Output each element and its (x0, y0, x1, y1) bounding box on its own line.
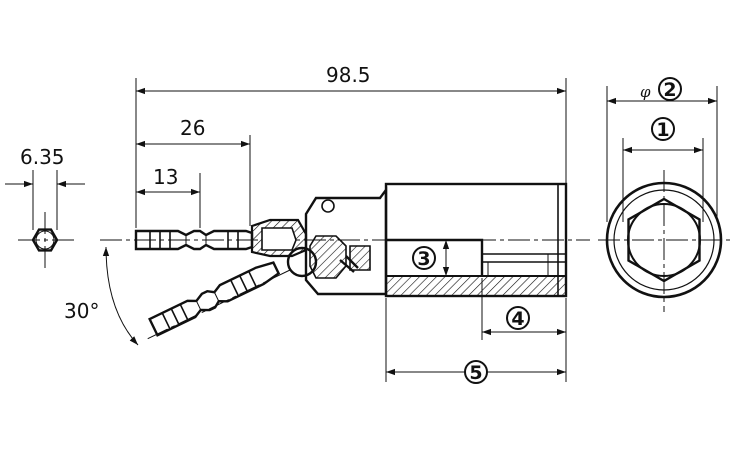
callout-4: 4 (506, 306, 530, 330)
dim-length-13: 13 (153, 165, 178, 189)
svg-text:2: 2 (663, 79, 676, 101)
svg-text:3: 3 (417, 248, 430, 270)
dimension-lines-top: 98.5 26 13 (135, 63, 567, 228)
angled-bit (148, 261, 281, 337)
dim-hex-6-35: 6.35 (20, 145, 65, 169)
svg-text:4: 4 (511, 308, 524, 330)
dim-length-26: 26 (180, 116, 205, 140)
phi-symbol: φ (640, 83, 651, 101)
callout-1: 1 (651, 117, 675, 141)
callout-5: 5 (464, 360, 488, 384)
svg-text:5: 5 (469, 362, 482, 384)
callout-3: 3 (412, 246, 436, 270)
dim-overall-length: 98.5 (326, 63, 371, 87)
socket-end-view: φ (605, 83, 723, 299)
svg-text:1: 1 (656, 119, 669, 141)
dim-angle-30: 30° (64, 299, 99, 323)
callout-2: 2 (658, 77, 682, 101)
hex-shank-end-view: 6.35 (5, 145, 85, 252)
angle-indicator: 30° (64, 246, 139, 346)
socket-body (384, 182, 568, 298)
